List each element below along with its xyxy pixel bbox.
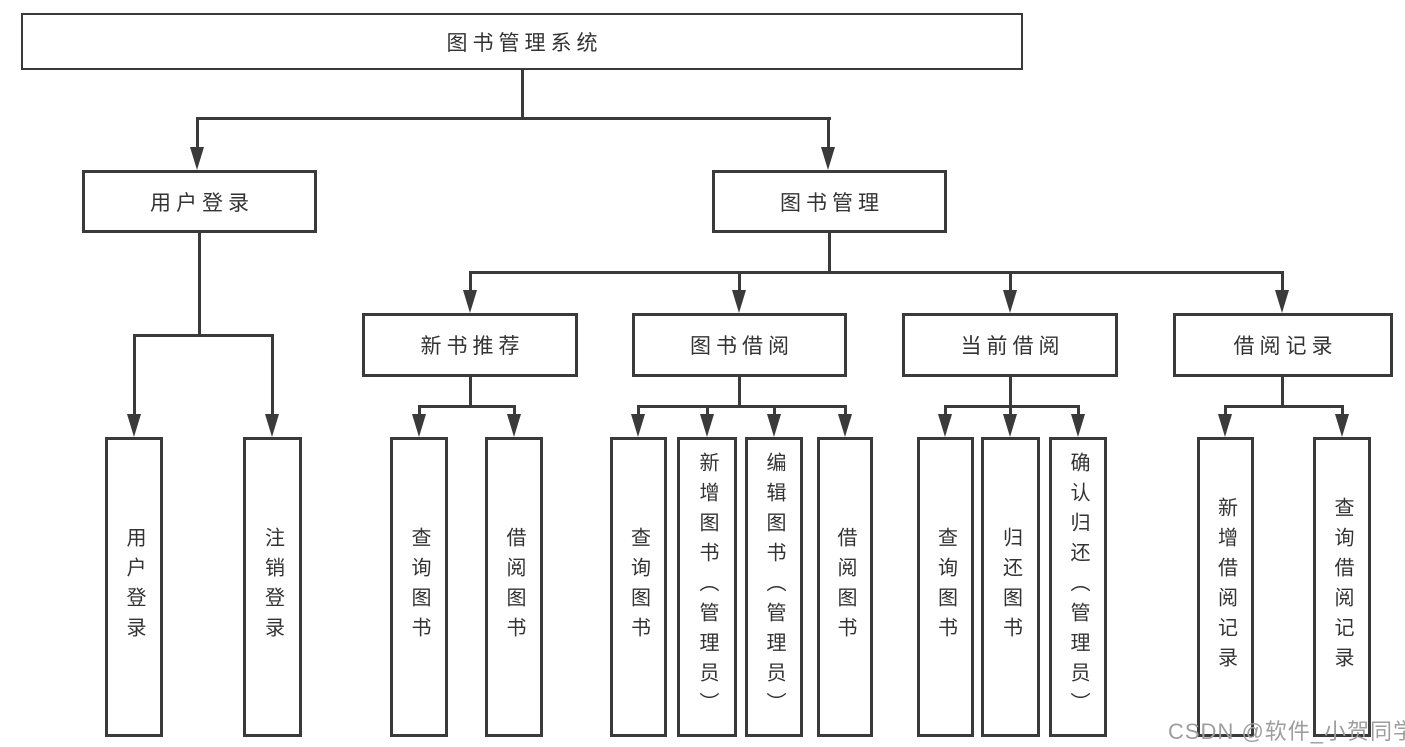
arrow-down-icon bbox=[1275, 290, 1289, 313]
node-current-borrowing: 当前借阅 bbox=[902, 313, 1118, 377]
connector-vline bbox=[706, 405, 709, 417]
connector-vline bbox=[1341, 405, 1344, 417]
leaf-borrowing-add-books-admin: 新增图书（管理员） bbox=[677, 437, 737, 737]
node-label: 新书推荐 bbox=[420, 335, 525, 358]
connector-hline bbox=[1225, 405, 1343, 408]
connector-vline bbox=[738, 271, 741, 293]
node-label: 新增借阅记录 bbox=[1214, 497, 1237, 677]
connector-hline bbox=[134, 334, 274, 337]
connector-vline bbox=[1009, 405, 1012, 417]
connector-vline bbox=[418, 405, 421, 417]
connector-vline bbox=[469, 377, 472, 407]
node-label: 确认归还（管理员） bbox=[1067, 452, 1089, 722]
node-book-management: 图书管理 bbox=[712, 170, 947, 233]
arrow-down-icon bbox=[190, 147, 204, 170]
node-label: 图书管理系统 bbox=[446, 31, 603, 55]
node-label: 查询图书 bbox=[408, 527, 430, 647]
arrow-down-icon bbox=[507, 414, 521, 437]
connector-vline bbox=[196, 117, 199, 150]
connector-vline bbox=[1281, 377, 1284, 407]
connector-vline bbox=[1009, 271, 1012, 293]
arrow-down-icon bbox=[700, 414, 714, 437]
connector-vline bbox=[1077, 405, 1080, 417]
arrow-down-icon bbox=[938, 414, 952, 437]
node-book-management-system: 图书管理系统 bbox=[21, 13, 1023, 70]
leaf-current-query-books: 查询图书 bbox=[917, 437, 974, 737]
connector-vline bbox=[521, 70, 524, 118]
connector-vline bbox=[1224, 405, 1227, 417]
arrow-down-icon bbox=[838, 414, 852, 437]
arrow-down-icon bbox=[1003, 290, 1017, 313]
connector-vline bbox=[844, 405, 847, 417]
leaf-user-login: 用户登录 bbox=[105, 437, 163, 737]
connector-vline bbox=[637, 405, 640, 417]
connector-hline bbox=[945, 405, 1079, 408]
leaf-current-confirm-return-admin: 确认归还（管理员） bbox=[1049, 437, 1107, 737]
leaf-logout: 注销登录 bbox=[243, 437, 302, 737]
connector-vline bbox=[1009, 377, 1012, 407]
node-label: 新增图书（管理员） bbox=[696, 452, 718, 722]
node-label: 借阅图书 bbox=[834, 527, 856, 647]
leaf-borrowing-borrow-books: 借阅图书 bbox=[817, 437, 873, 737]
watermark: CSDN @软件_小贺同学 bbox=[1168, 719, 1405, 744]
node-label: 注销登录 bbox=[261, 527, 284, 647]
node-label: 编辑图书（管理员） bbox=[763, 452, 785, 722]
arrow-down-icon bbox=[463, 290, 477, 313]
leaf-newbooks-borrow-books: 借阅图书 bbox=[485, 437, 543, 737]
arrow-down-icon bbox=[767, 414, 781, 437]
connector-vline bbox=[133, 334, 136, 416]
leaf-current-return-books: 归还图书 bbox=[981, 437, 1040, 737]
arrow-down-icon bbox=[1071, 414, 1085, 437]
node-label: 借阅记录 bbox=[1233, 335, 1338, 358]
leaf-records-query-record: 查询借阅记录 bbox=[1313, 437, 1371, 737]
arrow-down-icon bbox=[265, 414, 279, 437]
arrow-down-icon bbox=[412, 414, 426, 437]
node-label: 图书借阅 bbox=[690, 335, 794, 358]
node-label: 借阅图书 bbox=[503, 527, 525, 647]
node-label: 用户登录 bbox=[123, 527, 145, 647]
node-borrow-records: 借阅记录 bbox=[1173, 313, 1393, 377]
connector-vline bbox=[198, 233, 201, 337]
node-label: 归还图书 bbox=[999, 527, 1022, 647]
connector-hline bbox=[419, 405, 516, 408]
node-user-login: 用户登录 bbox=[82, 170, 317, 233]
node-label: 图书管理 bbox=[780, 191, 884, 215]
node-label: 查询图书 bbox=[627, 527, 650, 647]
connector-vline bbox=[271, 334, 274, 416]
connector-vline bbox=[944, 405, 947, 417]
connector-vline bbox=[773, 405, 776, 417]
arrow-down-icon bbox=[1335, 414, 1349, 437]
arrow-down-icon bbox=[732, 290, 746, 313]
node-label: 用户登录 bbox=[150, 191, 254, 215]
node-book-borrowing: 图书借阅 bbox=[632, 313, 847, 377]
arrow-down-icon bbox=[631, 414, 645, 437]
node-label: 查询图书 bbox=[934, 527, 957, 647]
node-label: 当前借阅 bbox=[960, 335, 1065, 358]
connector-vline bbox=[827, 117, 830, 150]
connector-vline bbox=[1281, 271, 1284, 293]
node-new-book-recommend: 新书推荐 bbox=[362, 313, 578, 377]
connector-hline bbox=[470, 271, 1284, 274]
arrow-down-icon bbox=[127, 414, 141, 437]
leaf-borrowing-query-books: 查询图书 bbox=[610, 437, 667, 737]
connector-hline bbox=[638, 405, 847, 408]
leaf-records-add-record: 新增借阅记录 bbox=[1197, 437, 1254, 737]
connector-vline bbox=[828, 233, 831, 274]
arrow-down-icon bbox=[1218, 414, 1232, 437]
connector-vline bbox=[738, 377, 741, 407]
arrow-down-icon bbox=[1003, 414, 1017, 437]
node-label: 查询借阅记录 bbox=[1331, 497, 1353, 677]
connector-vline bbox=[469, 271, 472, 293]
leaf-newbooks-query-books: 查询图书 bbox=[390, 437, 448, 737]
connector-hline bbox=[197, 117, 831, 120]
arrow-down-icon bbox=[821, 147, 835, 170]
connector-vline bbox=[513, 405, 516, 417]
leaf-borrowing-edit-books-admin: 编辑图书（管理员） bbox=[745, 437, 803, 737]
